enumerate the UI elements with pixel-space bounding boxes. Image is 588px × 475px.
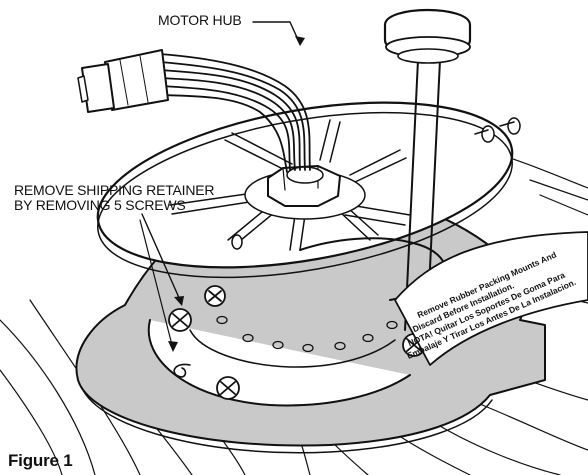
shipping-retainer-label-line-1: REMOVE SHIPPING RETAINER xyxy=(14,182,215,198)
shipping-retainer-label: REMOVE SHIPPING RETAINER BY REMOVING 5 S… xyxy=(14,182,215,213)
tool-handle xyxy=(383,8,472,331)
side-bolts xyxy=(474,117,521,143)
retainer-leader xyxy=(141,213,181,301)
wire-bundle xyxy=(159,53,311,173)
rim-holes xyxy=(216,315,398,353)
motor-hub-leader xyxy=(252,21,301,45)
wire-connector xyxy=(77,49,169,113)
warning-tag xyxy=(394,231,588,366)
shipping-retainer-label-line-2: BY REMOVING 5 SCREWS xyxy=(14,197,186,213)
motor-hub-label: MOTOR HUB xyxy=(158,12,242,28)
figure-caption: Figure 1 xyxy=(8,451,73,470)
